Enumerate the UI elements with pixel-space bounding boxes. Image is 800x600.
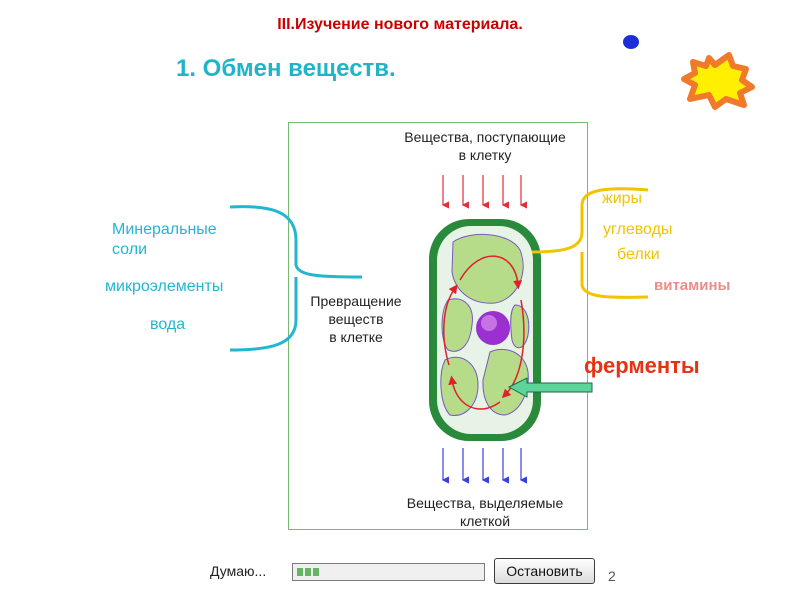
outgoing-substances-label: Вещества, выделяемые клеткой	[406, 495, 564, 529]
enzyme-arrow	[507, 377, 593, 398]
topic-subtitle: 1. Обмен веществ.	[176, 55, 396, 82]
progress-bar	[292, 563, 485, 581]
vitamins-label: витамины	[654, 277, 731, 294]
progress-segment	[313, 568, 319, 576]
left-brace	[229, 205, 363, 352]
right-brace	[531, 187, 649, 299]
progress-segment	[305, 568, 311, 576]
sun-blob-icon	[681, 52, 755, 110]
incoming-substances-label: Вещества, поступающие в клетку	[404, 129, 566, 163]
proteins-label: белки	[617, 246, 660, 263]
outgoing-arrows	[441, 448, 527, 484]
mineral-salts-label: Минеральные соли	[112, 221, 217, 258]
transformation-label: Превращение веществ в клетке	[310, 293, 402, 345]
carbohydrates-label: углеводы	[603, 221, 673, 238]
cell-illustration	[429, 219, 541, 441]
section-heading: III.Изучение нового материала.	[277, 16, 523, 33]
blue-dot-icon	[623, 35, 639, 49]
page-number: 2	[608, 568, 616, 584]
water-label: вода	[150, 316, 186, 333]
stop-button[interactable]: Остановить	[494, 558, 595, 584]
fats-label: жиры	[602, 190, 643, 207]
thinking-status-label: Думаю...	[210, 563, 267, 579]
incoming-arrows	[441, 175, 527, 209]
progress-segment	[297, 568, 303, 576]
enzymes-label: ферменты	[584, 353, 700, 378]
microelements-label: микроэлементы	[105, 278, 224, 295]
